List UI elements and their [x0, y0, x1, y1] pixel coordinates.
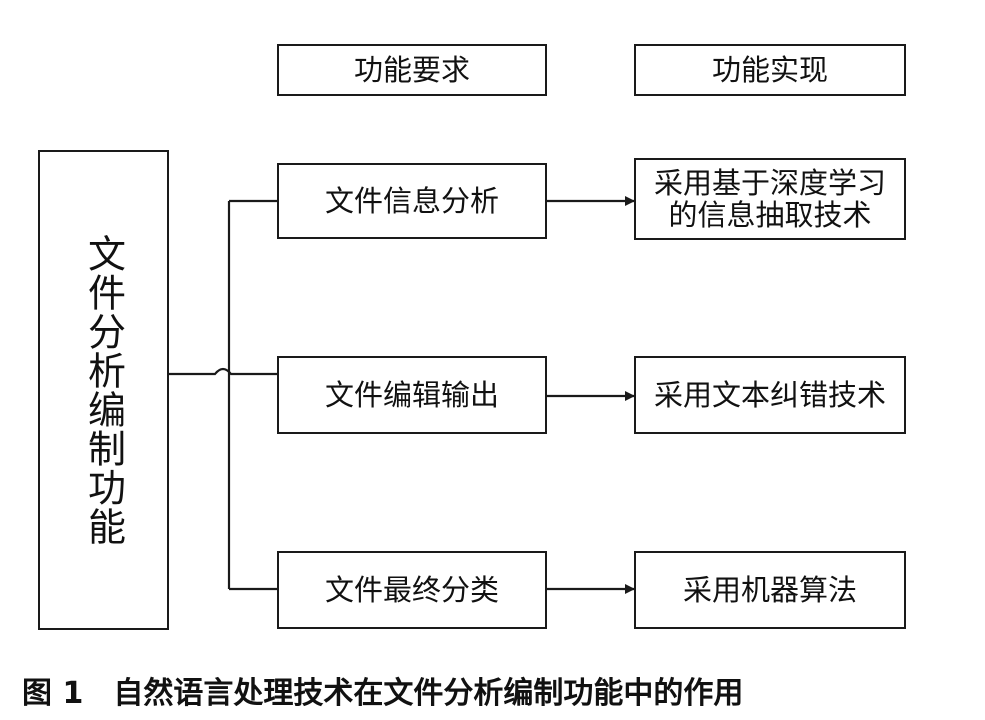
- header-implementation-box: 功能实现: [634, 44, 906, 96]
- requirement-label: 文件编辑输出: [324, 377, 499, 412]
- header-requirement-box: 功能要求: [277, 44, 547, 96]
- figure-number: 图 1: [22, 676, 84, 711]
- implementation-label: 采用机器算法: [682, 572, 857, 607]
- main-function-label: 文件分析编制功能: [81, 234, 126, 546]
- implementation-label: 采用基于深度学习的信息抽取技术: [653, 165, 886, 232]
- requirement-box-3: 文件最终分类: [277, 551, 547, 629]
- requirement-box-1: 文件信息分析: [277, 163, 547, 239]
- implementation-box-2: 采用文本纠错技术: [634, 356, 906, 434]
- figure-caption-text: 自然语言处理技术在文件分析编制功能中的作用: [113, 676, 744, 711]
- implementation-box-3: 采用机器算法: [634, 551, 906, 629]
- trunk-line: [168, 367, 277, 376]
- implementation-box-1: 采用基于深度学习的信息抽取技术: [634, 158, 906, 240]
- requirement-label: 文件信息分析: [324, 183, 499, 218]
- header-implementation-label: 功能实现: [711, 52, 828, 87]
- main-function-box: 文件分析编制功能: [38, 150, 169, 630]
- requirement-label: 文件最终分类: [324, 572, 499, 607]
- requirement-box-2: 文件编辑输出: [277, 356, 547, 434]
- header-requirement-label: 功能要求: [353, 52, 470, 87]
- implementation-label: 采用文本纠错技术: [653, 377, 886, 412]
- figure-caption: 图 1 自然语言处理技术在文件分析编制功能中的作用: [22, 668, 743, 712]
